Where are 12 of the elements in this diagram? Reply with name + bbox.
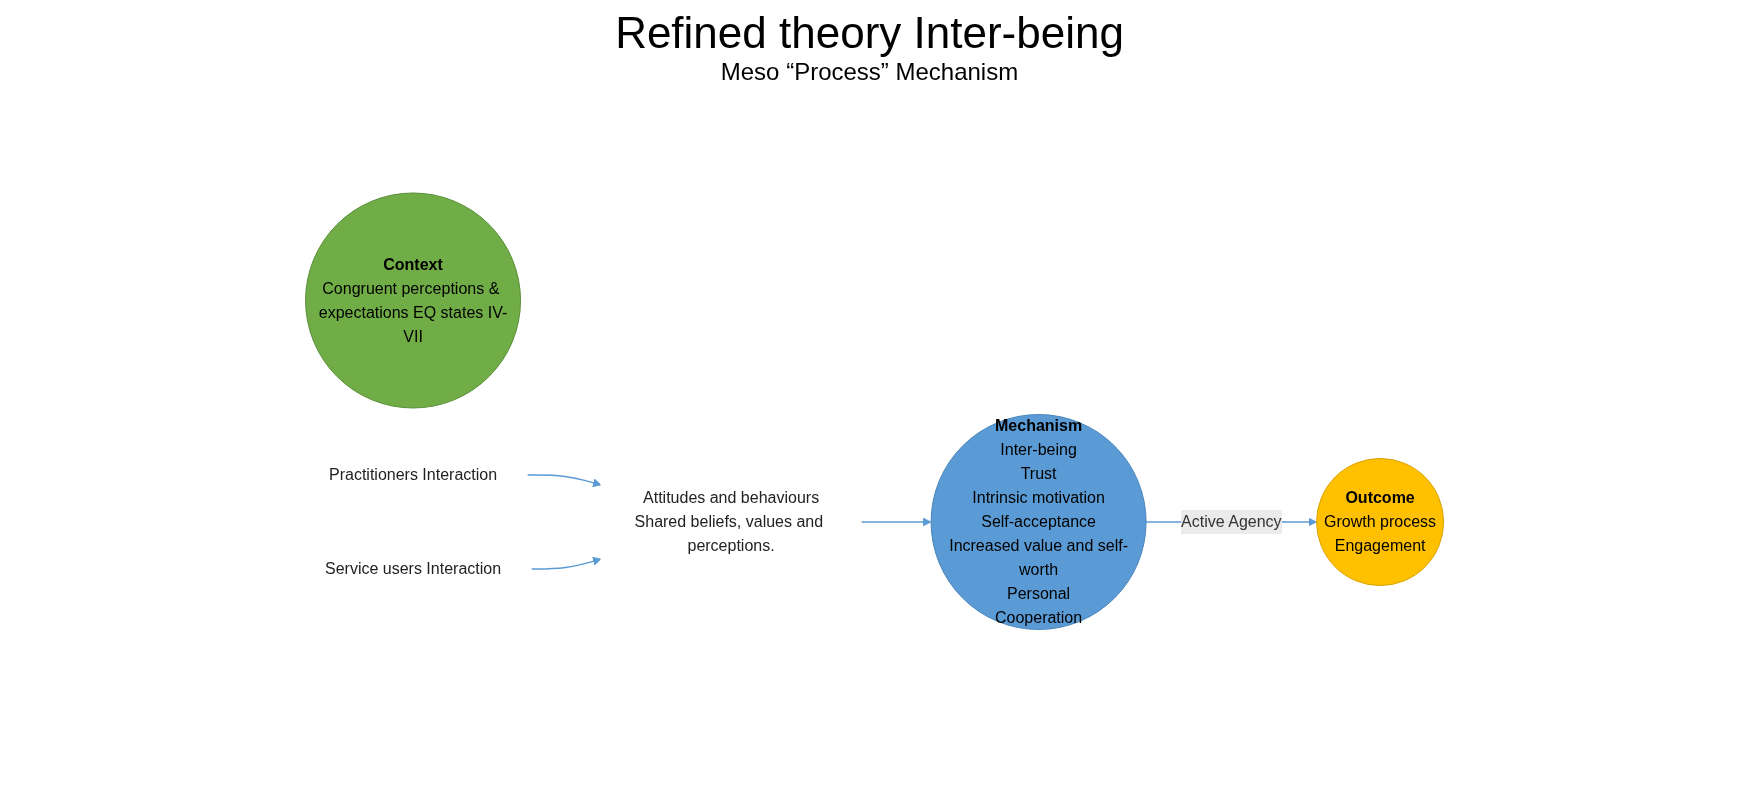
diagram-title: Refined theory Inter-being: [614, 8, 1125, 58]
node-circle: Mechanism Inter-being Trust Intrinsic motivation Self-acceptance Increased value and self-worth Personal Cooperation: [930, 413, 1147, 630]
node-text: Practitioners Interaction: [329, 465, 498, 483]
node-text: Attitudes and behaviours Shared beliefs, values and perceptions.: [634, 488, 824, 554]
arrow: [860, 517, 932, 526]
arrow: [526, 473, 602, 487]
arrow: [530, 556, 602, 570]
diagram-subtitle: Meso “Process” Mechanism: [719, 58, 1020, 86]
node-text: Service users Interaction: [325, 559, 502, 577]
node-circle: Context Congruent perceptions & expectations EQ states IV-VII: [305, 192, 522, 408]
edge-label: Active Agency: [1181, 512, 1282, 530]
node-circle: Outcome Growth process Engagement: [1316, 457, 1445, 586]
